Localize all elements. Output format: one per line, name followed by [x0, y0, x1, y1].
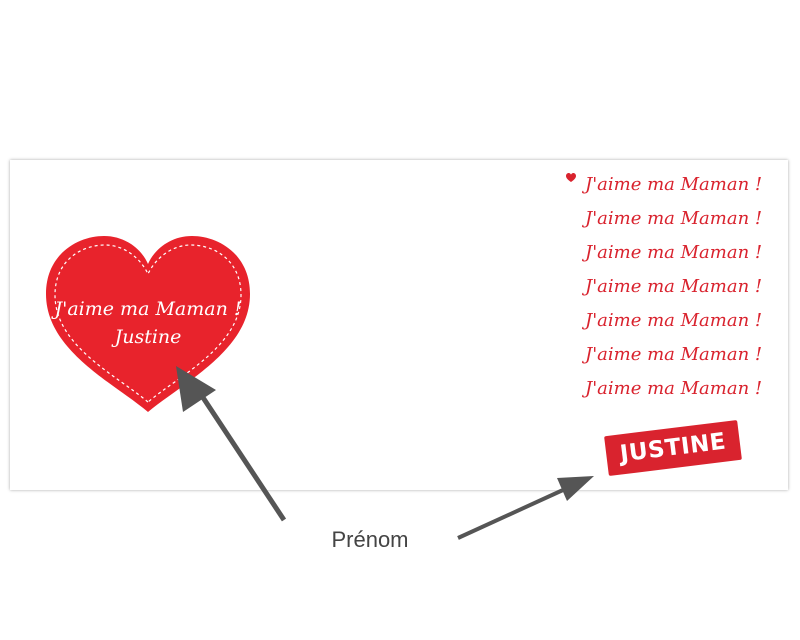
mug-print-area: J'aime ma Maman ! Justine J'aime ma Mama…: [10, 160, 788, 490]
heart-icon: [46, 236, 250, 412]
repeated-message: J'aime ma Maman !: [585, 378, 763, 399]
repeated-message: J'aime ma Maman !: [585, 344, 763, 365]
arrow-to-stamp-shaft: [457, 488, 564, 540]
heart-name: Justine: [114, 326, 182, 348]
caption-label: Prénom: [331, 527, 409, 552]
heart-stitching: [54, 244, 242, 403]
repeated-message: J'aime ma Maman !: [585, 208, 763, 229]
arrow-to-heart-head: [176, 366, 216, 412]
arrow-to-stamp-head: [557, 476, 594, 501]
heart-shape: [46, 236, 250, 412]
heart-badge: J'aime ma Maman ! Justine: [42, 232, 254, 422]
repeated-message: J'aime ma Maman !: [585, 276, 763, 297]
repeated-message: J'aime ma Maman !: [585, 174, 763, 195]
heart-message: J'aime ma Maman !: [54, 298, 242, 320]
repeated-message: J'aime ma Maman !: [585, 242, 763, 263]
repeated-message-list: J'aime ma Maman ! J'aime ma Maman ! J'ai…: [585, 172, 785, 410]
arrow-to-heart-shaft: [197, 391, 287, 522]
small-heart-icon: [566, 173, 576, 182]
repeated-message: J'aime ma Maman !: [585, 310, 763, 331]
